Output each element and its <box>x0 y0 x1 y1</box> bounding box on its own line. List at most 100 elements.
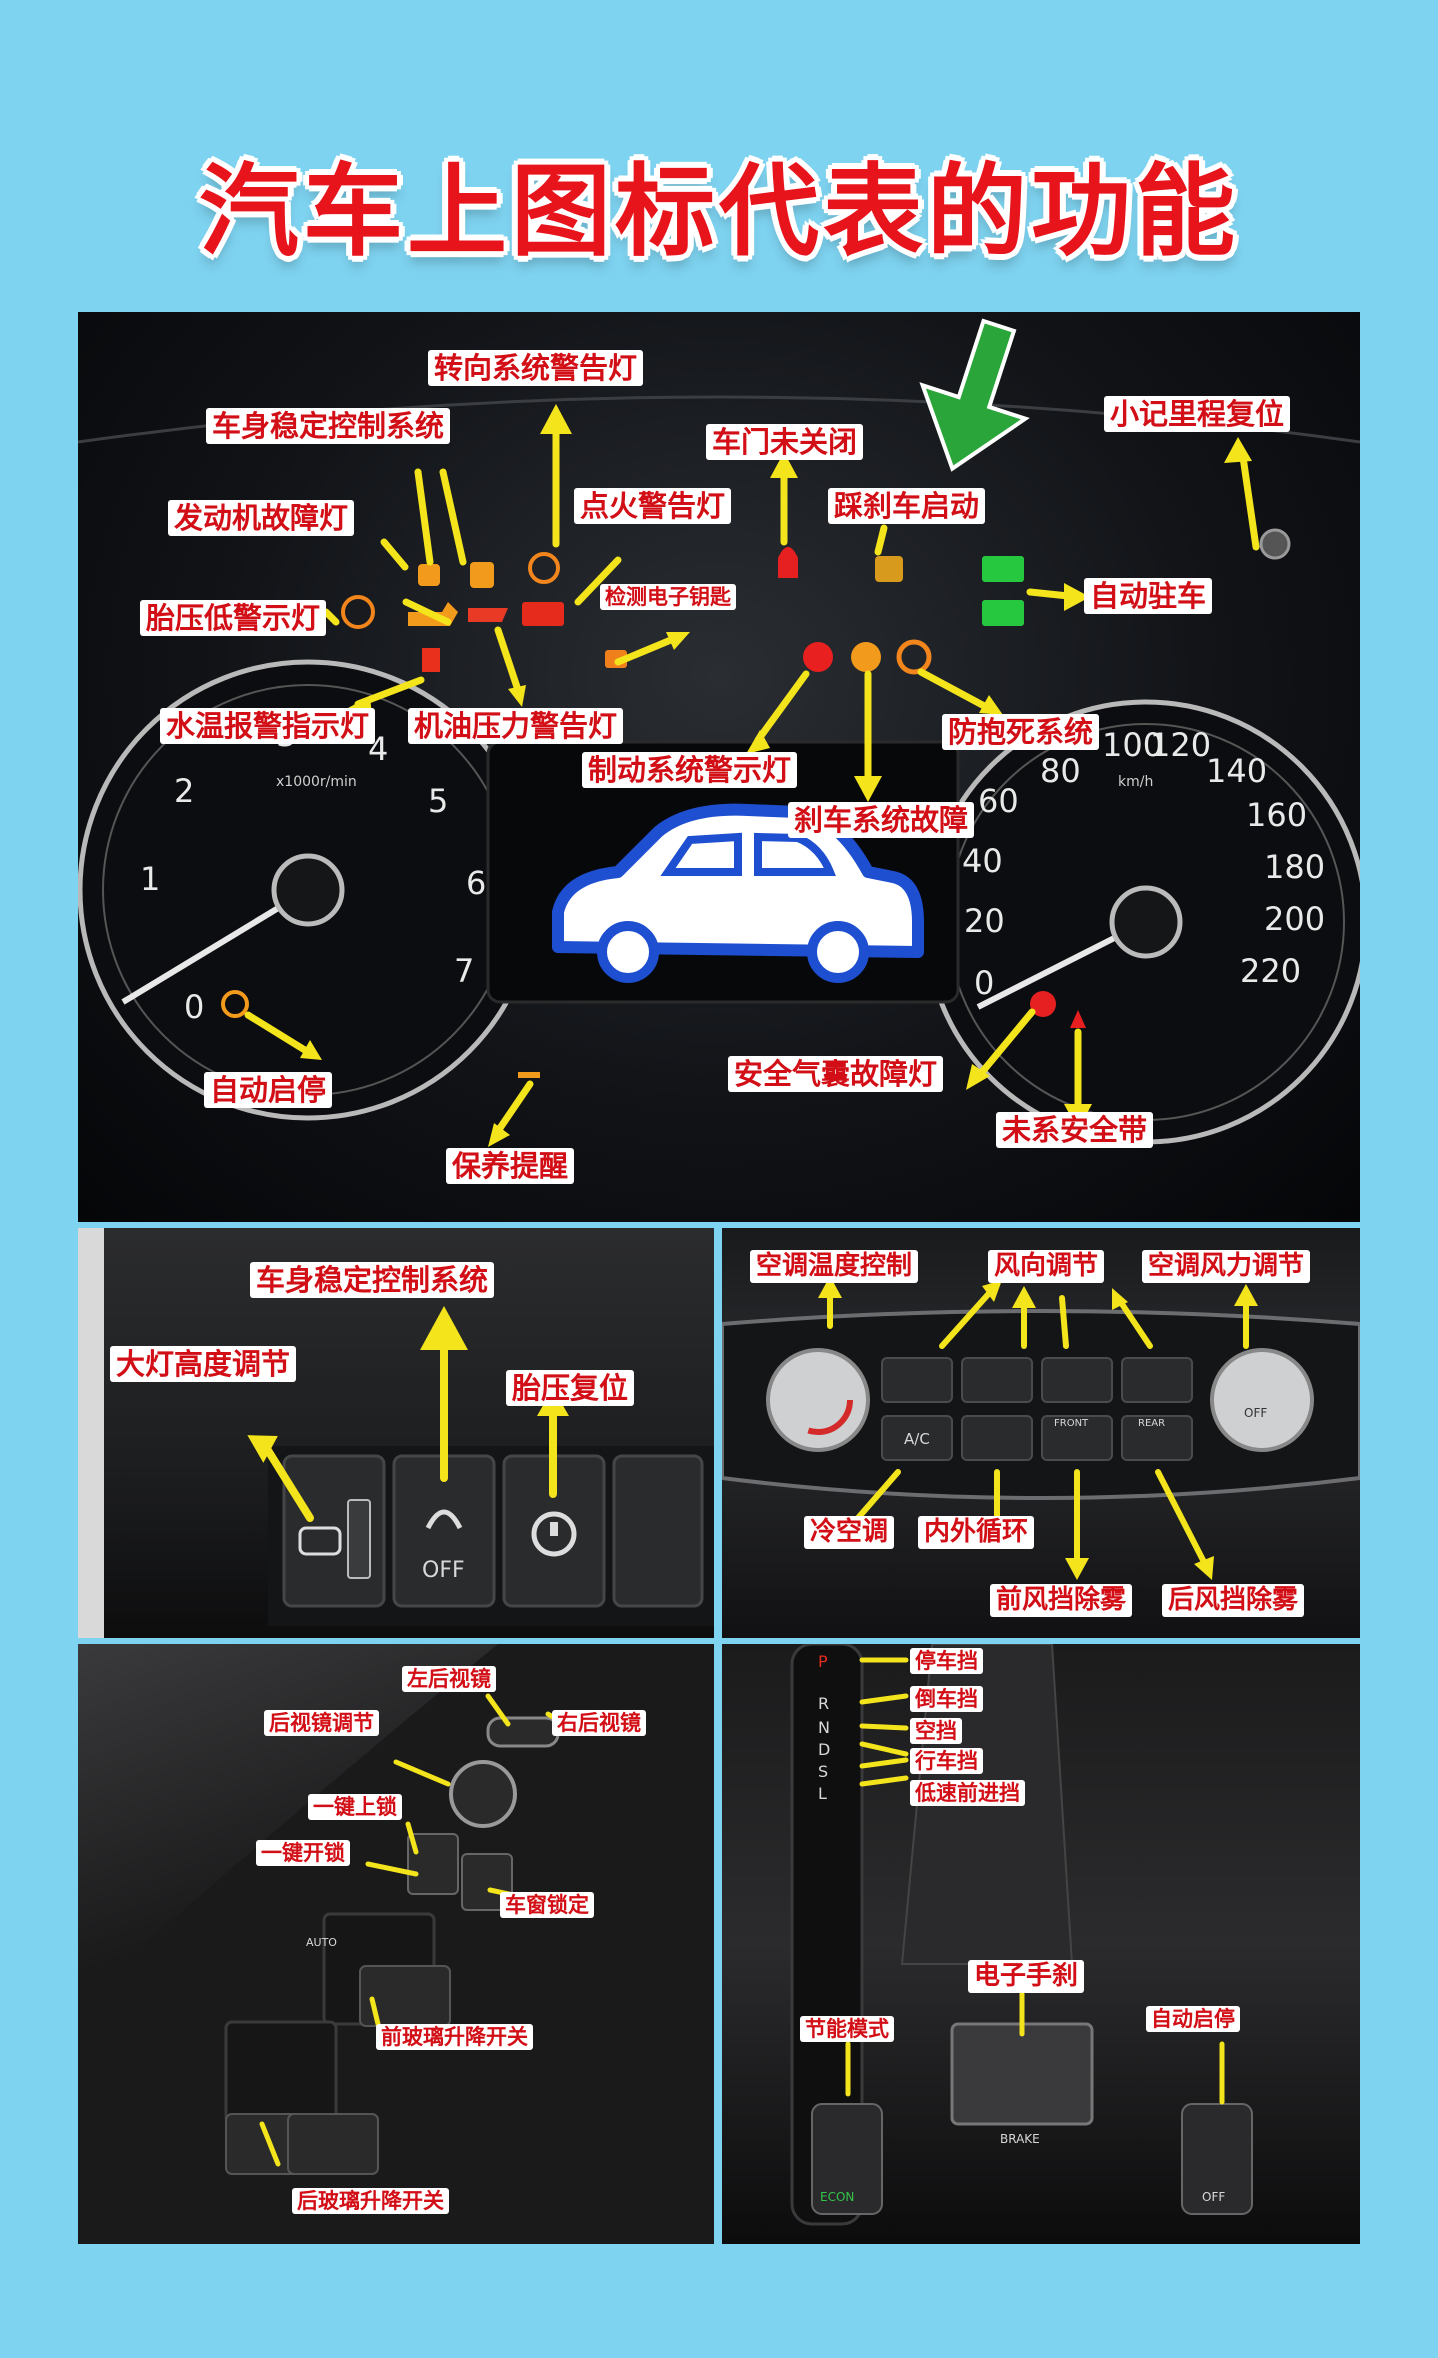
tach-tick-5: 5 <box>428 782 449 820</box>
label-odometer-reset: 小记里程复位 <box>1104 396 1291 433</box>
label-brake-fault: 刹车系统故障 <box>788 802 975 839</box>
tach-unit: x1000r/min <box>276 774 357 790</box>
econ-button <box>811 2103 883 2215</box>
vent-defog-button <box>1121 1357 1193 1403</box>
label-auto-start-stop: 自动启停 <box>204 1072 333 1109</box>
gear-s: S <box>818 1762 829 1781</box>
rear-defrost-button <box>1121 1415 1193 1461</box>
oil-lamp <box>468 608 508 622</box>
tach-tick-1: 1 <box>140 860 161 898</box>
econ-text: ECON <box>820 2190 855 2204</box>
label-fan-speed: 空调风力调节 <box>1142 1250 1311 1284</box>
label-oil-pressure: 机油压力警告灯 <box>408 708 624 745</box>
speedo-tick-100: 100 <box>1102 726 1164 764</box>
label-engine-fault: 发动机故障灯 <box>168 500 355 537</box>
brake-text: BRAKE <box>1000 2132 1040 2146</box>
label-rear-defrost: 后风挡除雾 <box>1162 1584 1305 1618</box>
label-esc-body-stability: 车身稳定控制系统 <box>250 1262 495 1299</box>
label-detect-key: 检测电子钥匙 <box>600 584 736 611</box>
gear-r: R <box>818 1694 830 1713</box>
mirror-select-switch <box>486 1716 560 1748</box>
speedo-tick-180: 180 <box>1264 848 1326 886</box>
rear-text: REAR <box>1138 1418 1166 1429</box>
speedo-tick-40: 40 <box>962 842 1003 880</box>
label-front-window: 前玻璃升降开关 <box>376 2024 533 2051</box>
auto-text: AUTO <box>306 1936 337 1949</box>
gear-n: N <box>818 1718 830 1737</box>
speedo-tick-60: 60 <box>978 782 1019 820</box>
esc-graphics <box>78 1228 714 1638</box>
water-temp-lamp <box>422 648 440 672</box>
e-brake-switch <box>950 2022 1094 2126</box>
rear-right-window-switch <box>287 2113 379 2175</box>
label-front-defrost: 前风挡除雾 <box>990 1584 1133 1618</box>
page-title: 汽车上图标代表的功能 <box>199 153 1239 270</box>
label-ignition: 点火警告灯 <box>574 488 732 525</box>
airbag-lamp <box>1030 991 1056 1017</box>
ac-panel: A/C FRONT REAR OFF 空调温度控制 风向调节 空调风力调节 冷空… <box>722 1228 1360 1638</box>
label-tire-pressure: 胎压低警示灯 <box>140 600 327 637</box>
label-eco: 节能模式 <box>800 2016 894 2043</box>
label-abs: 防抱死系统 <box>942 714 1100 751</box>
mirror-adjust-knob <box>449 1760 517 1828</box>
gear-p: P <box>818 1652 828 1671</box>
dashboard-panel: 0 1 2 3 4 5 6 7 x1000r/min 0 20 40 60 80… <box>78 312 1360 1222</box>
seatbelt-lamp <box>1070 1010 1086 1028</box>
label-tire-reset: 胎压复位 <box>506 1370 635 1407</box>
speedo-tick-140: 140 <box>1206 752 1268 790</box>
lock-button <box>407 1833 459 1895</box>
label-brake-system: 制动系统警示灯 <box>582 752 798 789</box>
label-brake-start: 踩刹车启动 <box>828 488 986 525</box>
blank-switch <box>612 1454 704 1608</box>
green-arrow <box>919 318 1030 472</box>
front-text: FRONT <box>1054 1418 1089 1429</box>
wrench-lamp <box>518 1072 540 1078</box>
tach-tick-0: 0 <box>184 988 205 1026</box>
ac-text: A/C <box>904 1430 930 1448</box>
label-body-stability: 车身稳定控制系统 <box>206 408 451 445</box>
label-neutral: 空挡 <box>910 1718 962 1745</box>
esc-panel: OFF 车身稳定控制系统 大灯高度调节 胎压复位 <box>78 1228 714 1638</box>
speedo-tick-80: 80 <box>1040 752 1081 790</box>
stability-lamp <box>470 562 494 588</box>
label-drive: 行车挡 <box>910 1748 983 1775</box>
fan-off-text: OFF <box>1244 1406 1268 1420</box>
ac-button <box>881 1415 953 1461</box>
label-seatbelt: 未系安全带 <box>996 1112 1154 1149</box>
speedo-tick-160: 160 <box>1246 796 1308 834</box>
gear-d: D <box>818 1740 831 1759</box>
label-recirc: 内外循环 <box>918 1516 1035 1550</box>
label-air-direction: 风向调节 <box>988 1250 1105 1284</box>
auto-stop-lamp <box>221 990 249 1018</box>
label-rear-window: 后玻璃升降开关 <box>292 2188 449 2215</box>
label-mirror-adjust: 后视镜调节 <box>264 1710 379 1737</box>
car-illustration <box>552 803 924 983</box>
label-auto-park: 自动驻车 <box>1084 578 1213 615</box>
vent-feet-button <box>961 1357 1033 1403</box>
front-right-window-switch <box>359 1965 451 2027</box>
off-text: OFF <box>1202 2190 1226 2204</box>
brake-start-lamp <box>875 556 903 582</box>
dashboard-arrows <box>244 420 1260 1138</box>
door-lamp <box>778 547 798 578</box>
tach-tick-7: 7 <box>454 952 475 990</box>
tpms-lamp <box>341 595 375 629</box>
label-park: 停车挡 <box>910 1648 983 1675</box>
vent-face-button <box>881 1357 953 1403</box>
label-right-mirror: 右后视镜 <box>552 1710 646 1737</box>
speedo-tick-120: 120 <box>1150 726 1212 764</box>
label-one-key-unlock: 一键开锁 <box>256 1840 350 1867</box>
esc-lamp <box>418 564 440 586</box>
temp-knob <box>766 1348 870 1452</box>
label-water-temp: 水温报警指示灯 <box>160 708 376 745</box>
speedo-unit: km/h <box>1118 774 1154 790</box>
speedo-tick-20: 20 <box>964 902 1005 940</box>
brake-fault-lamp <box>851 642 881 672</box>
abs-lamp <box>896 639 932 675</box>
steering-lamp <box>528 552 560 584</box>
speedo-tick-0: 0 <box>974 964 995 1002</box>
label-door-open: 车门未关闭 <box>706 424 864 461</box>
label-temp-control: 空调温度控制 <box>750 1250 919 1284</box>
ignition-lamp <box>522 602 564 626</box>
label-ac: 冷空调 <box>804 1516 895 1550</box>
